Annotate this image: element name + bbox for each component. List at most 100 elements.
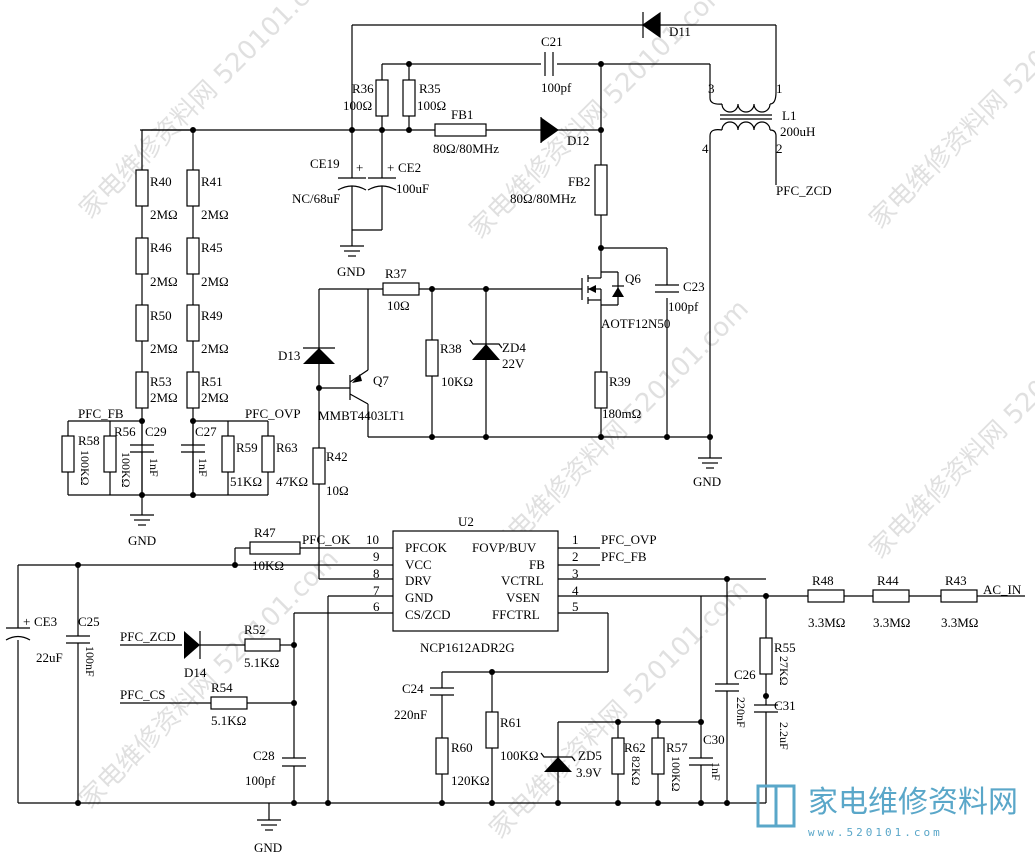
- transistor-q7: Q7 MMBT4403LT1: [318, 369, 405, 423]
- watermark-text: 家电维修资料网 520101.com: [864, 0, 1035, 235]
- resistor-r62: R62 82KΩ: [611, 737, 646, 786]
- pin-num-10: 10: [366, 532, 379, 547]
- resistor-r57: R57 100KΩ: [651, 737, 688, 792]
- pin-num-5: 5: [572, 599, 579, 614]
- r37-ref: R37: [385, 266, 407, 281]
- r45-value: 2MΩ: [201, 274, 229, 289]
- ce2-value: 100uF: [396, 181, 429, 196]
- l1-pin2: 2: [776, 141, 783, 156]
- capacitor-c25: C25 100nF: [66, 614, 100, 677]
- c23-value: 100pf: [668, 299, 699, 314]
- r38-ref: R38: [440, 341, 462, 356]
- c28-value: 100pf: [245, 773, 276, 788]
- logo-text: 家电维修资料网: [808, 785, 1018, 820]
- r36-value: 100Ω: [343, 98, 372, 113]
- c31-value: 2.2uF: [777, 722, 791, 750]
- ground-symbol: GND: [128, 514, 156, 548]
- c24-ref: C24: [402, 681, 424, 696]
- svg-text:+: +: [23, 614, 30, 629]
- fb1-ref: FB1: [451, 107, 473, 122]
- pin-name-pfcok: PFCOK: [405, 540, 448, 555]
- r42-value: 10Ω: [326, 483, 349, 498]
- r52-value: 5.1KΩ: [244, 655, 279, 670]
- gnd-label: GND: [693, 474, 721, 489]
- resistor-r60: R60 120KΩ: [435, 737, 490, 788]
- r55-ref: R55: [774, 640, 796, 655]
- ce19-ref: CE19: [310, 156, 340, 171]
- gnd-label: GND: [254, 840, 282, 855]
- pfc-ovp-net: PFC_OVP: [245, 406, 301, 421]
- pin-num-7: 7: [373, 583, 380, 598]
- ic-u2: U2 NCP1612ADR2G PFCOK VCC DRV GND CS/ZCD…: [366, 514, 579, 655]
- r60-ref: R60: [451, 740, 473, 755]
- r46-value: 2MΩ: [150, 274, 178, 289]
- resistor-r53: R53 2MΩ: [135, 371, 178, 409]
- r56-value: 100KΩ: [119, 452, 133, 488]
- r41-ref: R41: [201, 174, 223, 189]
- resistor-r46: R46 2MΩ: [135, 237, 178, 289]
- fb2-ref: FB2: [568, 174, 590, 189]
- resistor-r39: R39 180mΩ: [594, 371, 641, 421]
- watermark-text: 家电维修资料网 520101.com: [74, 544, 345, 815]
- r53-value: 2MΩ: [150, 390, 178, 405]
- resistor-r59: R59 51KΩ: [221, 435, 262, 489]
- r52-ref: R52: [244, 622, 266, 637]
- r40-value: 2MΩ: [150, 207, 178, 222]
- r40-ref: R40: [150, 174, 172, 189]
- resistor-r56: R56 100KΩ: [103, 424, 136, 488]
- pfc-zcd-in-net: PFC_ZCD: [120, 629, 176, 644]
- capacitor-c26: C26 220nF: [715, 667, 756, 728]
- r51-ref: R51: [201, 374, 223, 389]
- ce19-value: NC/68uF: [292, 191, 340, 206]
- r63-value: 47KΩ: [276, 474, 308, 489]
- pfc-ovp-out-net: PFC_OVP: [601, 532, 657, 547]
- c30-value: 1nF: [709, 762, 723, 781]
- watermark-text: 家电维修资料网 520101.com: [484, 294, 755, 565]
- r50-value: 2MΩ: [150, 341, 178, 356]
- ferrite-fb1: FB1 80Ω/80MHz: [433, 107, 499, 156]
- pfc-zcd-net: PFC_ZCD: [776, 183, 832, 198]
- capacitor-c30: C30 1nF: [689, 732, 725, 781]
- fb1-value: 80Ω/80MHz: [433, 141, 499, 156]
- c25-ref: C25: [78, 614, 100, 629]
- r54-value: 5.1KΩ: [211, 713, 246, 728]
- r54-ref: R54: [211, 680, 233, 695]
- pin-num-1: 1: [572, 532, 579, 547]
- pin-num-8: 8: [373, 566, 380, 581]
- zd4-ref: ZD4: [502, 340, 526, 355]
- c27-ref: C27: [195, 424, 217, 439]
- r43-value: 3.3MΩ: [941, 615, 978, 630]
- q7-value: MMBT4403LT1: [318, 408, 405, 423]
- c30-ref: C30: [703, 732, 725, 747]
- ground-symbol: GND: [254, 819, 282, 855]
- q7-ref: Q7: [373, 373, 389, 388]
- zd5-value: 3.9V: [576, 765, 602, 780]
- diode-d13: D13: [278, 347, 335, 364]
- mosfet-q6: Q6 AOTF12N50: [581, 271, 670, 331]
- resistor-r58: R58 100KΩ: [61, 433, 100, 486]
- site-logo: 家电维修资料网 www.520101.com: [756, 784, 1018, 839]
- diode-d11: D11: [641, 11, 691, 39]
- zd4-value: 22V: [502, 356, 525, 371]
- r35-ref: R35: [419, 81, 441, 96]
- pin-name-vsen: VSEN: [506, 590, 541, 605]
- resistor-r38: R38 10KΩ: [425, 339, 473, 389]
- r59-value: 51KΩ: [230, 474, 262, 489]
- resistor-r36: R36 100Ω: [343, 79, 389, 117]
- c24-value: 220nF: [394, 707, 427, 722]
- r44-ref: R44: [877, 573, 899, 588]
- r48-ref: R48: [812, 573, 834, 588]
- c23-ref: C23: [683, 279, 705, 294]
- gate-drive-wiring: [318, 288, 711, 579]
- c27-value: 1nF: [196, 458, 210, 477]
- r49-ref: R49: [201, 308, 223, 323]
- pin-num-9: 9: [373, 549, 380, 564]
- r49-value: 2MΩ: [201, 341, 229, 356]
- resistor-r47: R47 10KΩ: [249, 525, 301, 573]
- ic-wiring: PFC_OK PFC_OVP PFC_FB AC_IN: [17, 532, 1025, 820]
- pfc-fb-out-net: PFC_FB: [601, 549, 647, 564]
- u2-part: NCP1612ADR2G: [420, 640, 515, 655]
- r38-value: 10KΩ: [441, 374, 473, 389]
- r37-value: 10Ω: [387, 298, 410, 313]
